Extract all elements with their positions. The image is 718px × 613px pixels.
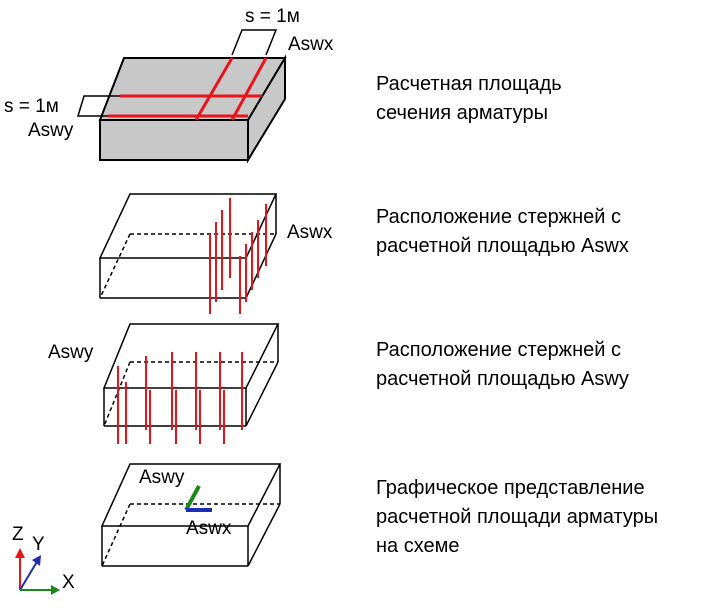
panel-3-aswy-bars: Aswy Расположение стержней с расчетной п… [48, 323, 629, 444]
rebar-x-strip [230, 57, 268, 121]
caption-panel-4: на схеме [376, 535, 460, 557]
aswy-label: Aswy [139, 467, 185, 488]
axis-x-label: X [62, 572, 75, 593]
aswx-label: Aswx [186, 518, 232, 539]
spacing-label-y: s = 1м [4, 96, 59, 117]
slab-side-face [247, 54, 286, 164]
slab-outline [100, 463, 282, 527]
caption-panel-1: Расчетная площадь [376, 73, 562, 95]
spacing-label-x: s = 1м [245, 6, 300, 27]
hidden-edge [103, 361, 131, 427]
hidden-edge [101, 503, 131, 567]
spacing-bracket-x [231, 29, 278, 56]
caption-panel-1: сечения арматуры [376, 102, 548, 124]
axis-z-arrow [15, 548, 25, 558]
axis-y-arrow [32, 555, 41, 566]
slab-edge [245, 233, 277, 299]
rebar-set-x [209, 198, 267, 314]
caption-panel-4: Графическое представление [376, 477, 645, 499]
axis-x-arrow [51, 585, 60, 595]
slab-edge [247, 503, 281, 567]
axis-z-label: Z [12, 524, 24, 545]
slab-outline [102, 323, 280, 389]
panel-2-aswx-bars: Aswx Расположение стержней с расчетной п… [98, 193, 629, 314]
caption-panel-3: Расположение стержней с [376, 339, 621, 361]
symbol-y-leg [184, 485, 201, 511]
slab-front-face [99, 119, 249, 161]
hidden-edge [99, 233, 131, 299]
aswx-label: Aswx [287, 222, 333, 243]
caption-panel-4: расчетной площади арматуры [376, 506, 658, 528]
aswy-label: Aswy [48, 342, 94, 363]
caption-panel-2: расчетной площадью Aswx [376, 235, 629, 257]
aswy-label: Aswy [28, 120, 74, 141]
slab-outline [98, 193, 278, 259]
caption-panel-2: Расположение стержней с [376, 206, 621, 228]
caption-panel-3: расчетной площадью Aswy [376, 368, 629, 390]
axis-y-label: Y [32, 534, 45, 555]
spacing-bracket-y [76, 95, 120, 117]
rebar-set-y [117, 352, 243, 444]
panel-1-slab-section: s = 1м Aswx s = 1м Aswy Расчетная площад… [4, 6, 562, 164]
aswx-label: Aswx [288, 34, 334, 55]
slab-edge [245, 361, 279, 427]
panel-4-symbol: Aswy Aswx Графическое представление расч… [100, 463, 658, 567]
coordinate-axes-icon: Z Y X [12, 524, 75, 595]
rebar-x-strip [194, 57, 234, 121]
axis-y-line [19, 559, 39, 591]
